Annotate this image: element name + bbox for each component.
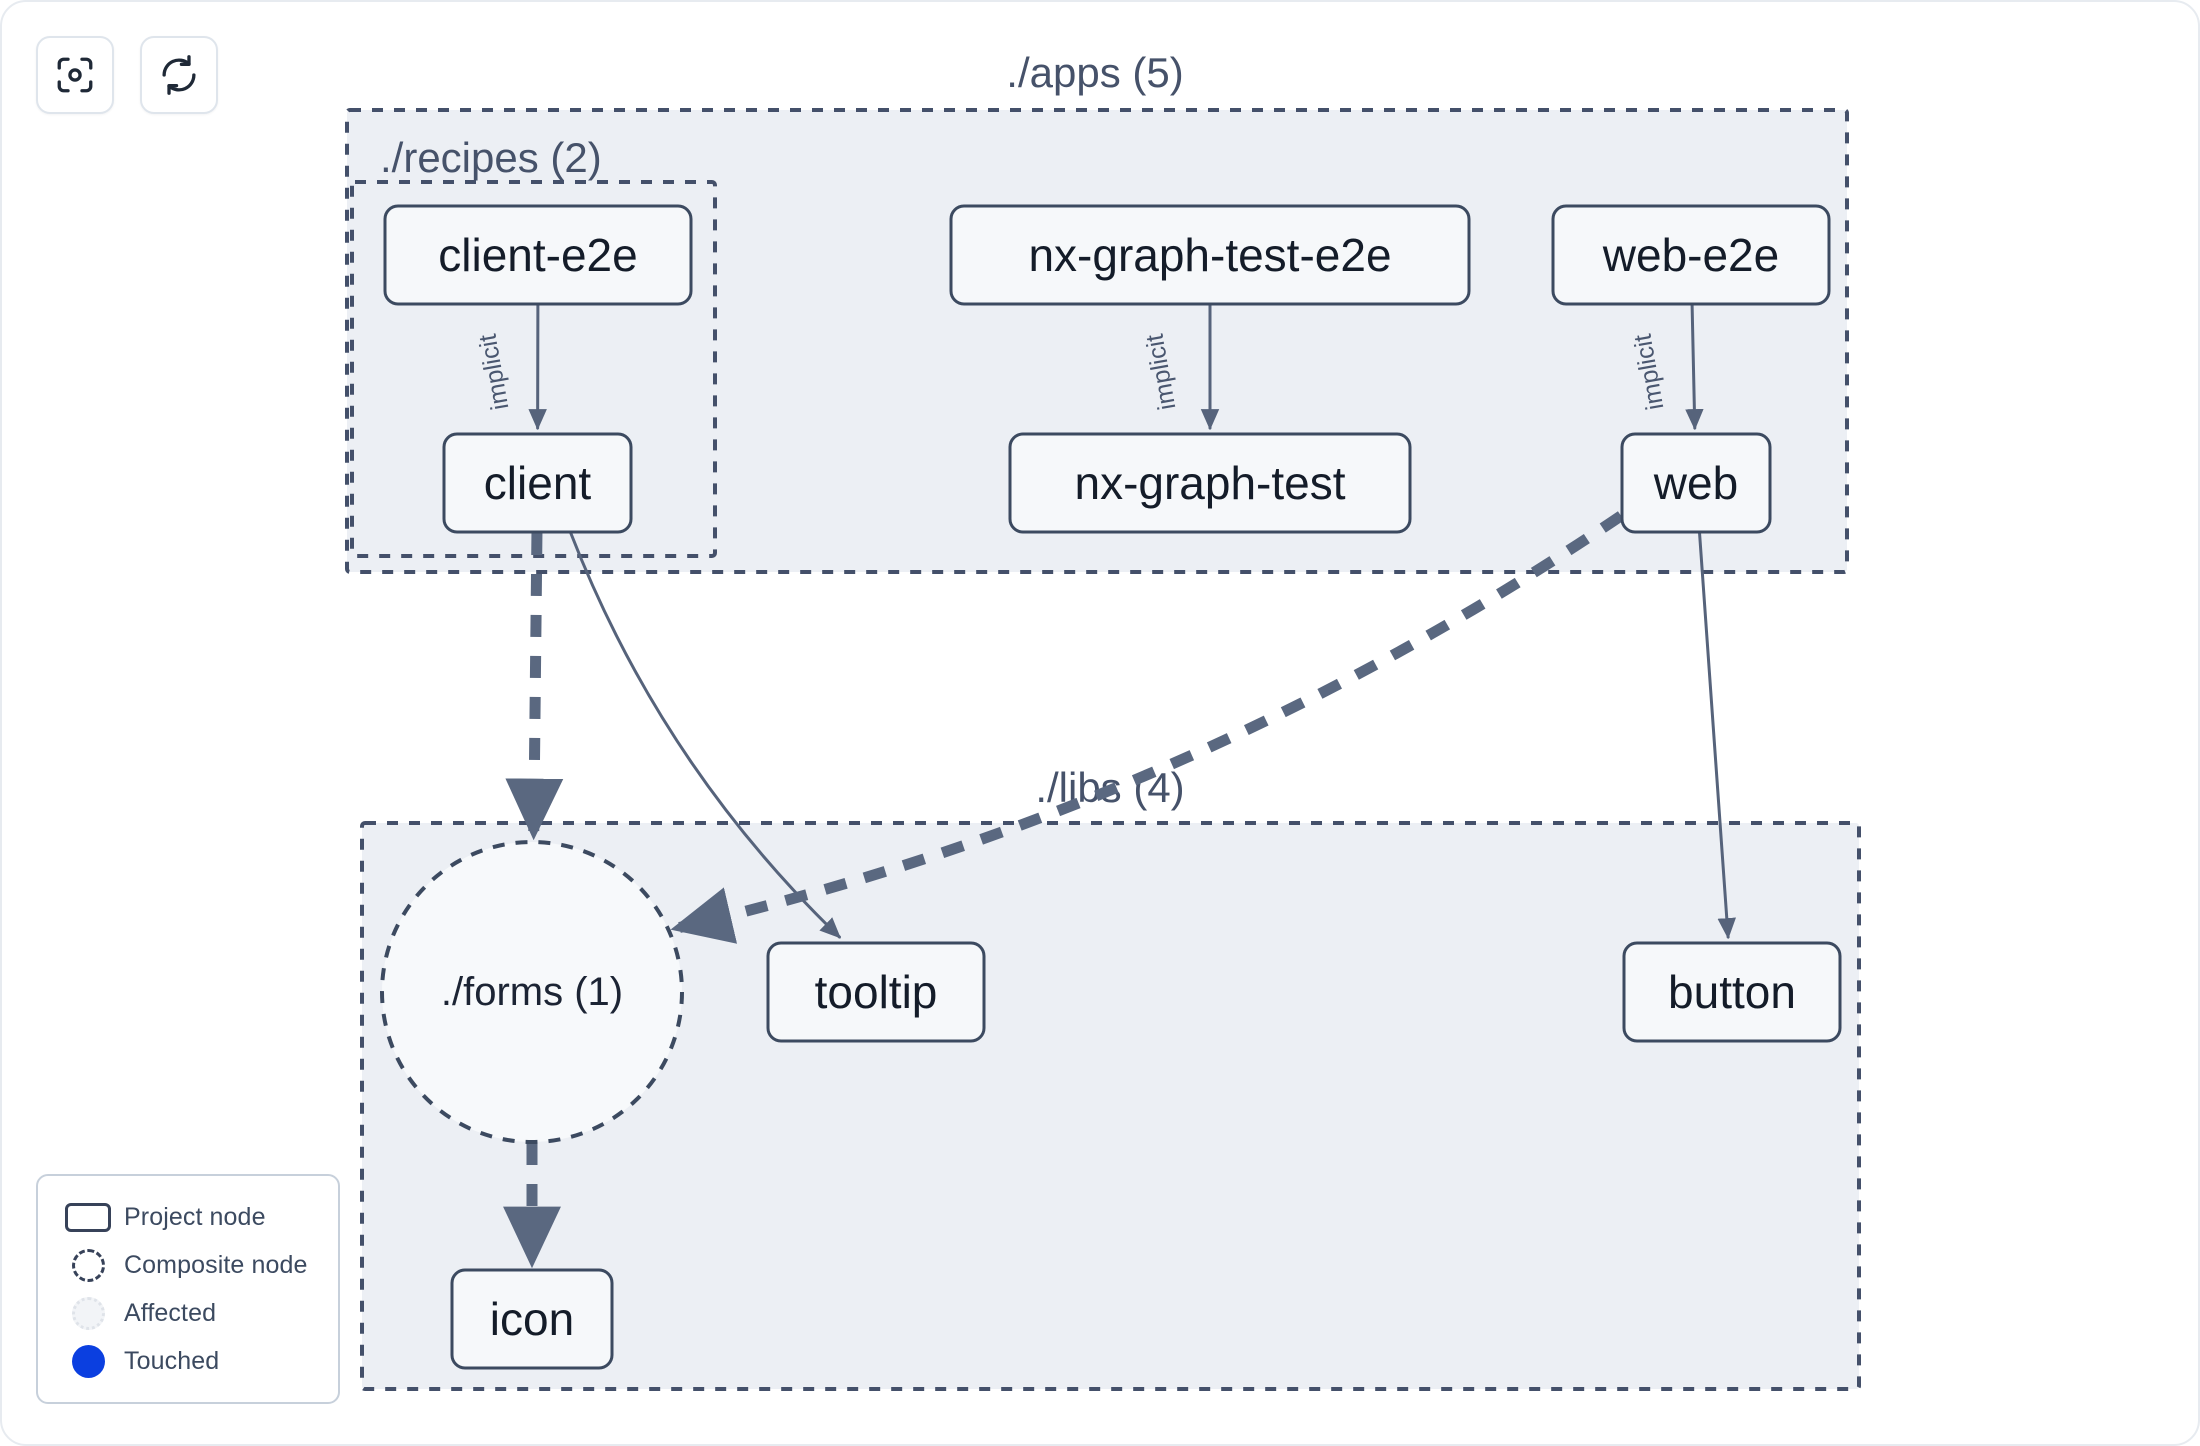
graph-node-button[interactable]: button xyxy=(1622,941,1842,1043)
group-label: ./apps (5) xyxy=(1006,49,1183,96)
focus-target-icon xyxy=(54,54,96,96)
node-label: nx-graph-test xyxy=(1074,457,1345,509)
node-label: tooltip xyxy=(815,966,938,1018)
graph-node-nx-graph-test[interactable]: nx-graph-test xyxy=(1008,432,1412,534)
node-label: web xyxy=(1653,457,1738,509)
refresh-icon xyxy=(158,54,200,96)
node-label: icon xyxy=(490,1293,574,1345)
node-label: client-e2e xyxy=(438,229,637,281)
project-node-shape xyxy=(766,941,986,1043)
project-node-shape xyxy=(450,1268,614,1370)
legend-label: Project node xyxy=(124,1202,266,1231)
graph-edge-web__forms[interactable] xyxy=(670,511,1625,944)
graph-node-web[interactable]: web xyxy=(1620,432,1772,534)
focus-graph-button[interactable] xyxy=(36,36,114,114)
project-node-swatch-icon xyxy=(60,1202,116,1232)
project-node-shape xyxy=(1551,204,1831,306)
group-boundary xyxy=(345,108,1849,574)
node-label: web-e2e xyxy=(1602,229,1779,281)
graph-node-client-e2e[interactable]: client-e2e xyxy=(383,204,693,306)
legend-item-touched: Touched xyxy=(60,1337,318,1385)
refresh-graph-button[interactable] xyxy=(140,36,218,114)
project-node-shape xyxy=(1008,432,1412,534)
graph-group-libs[interactable]: ./libs (4) xyxy=(360,764,1861,1391)
composite-node-shape xyxy=(380,840,684,1144)
legend-label: Composite node xyxy=(124,1250,308,1279)
node-label: ./forms (1) xyxy=(441,970,623,1014)
composite-node-swatch-icon xyxy=(60,1248,116,1282)
graph-edge-web-e2e__web[interactable] xyxy=(1685,303,1704,431)
node-label: button xyxy=(1668,966,1796,1018)
graph-edge-web__button[interactable] xyxy=(1698,531,1736,940)
legend-item-composite-node: Composite node xyxy=(60,1241,318,1289)
project-node-shape xyxy=(949,204,1471,306)
graph-legend: Project node Composite node Affected Tou… xyxy=(36,1174,340,1404)
graph-group-apps[interactable]: ./apps (5) xyxy=(345,49,1849,574)
graph-groups-layer: ./apps (5) ./recipes (2) ./libs (4) xyxy=(345,49,1861,1391)
legend-item-project-node: Project node xyxy=(60,1193,318,1241)
project-node-shape xyxy=(1622,941,1842,1043)
legend-label: Touched xyxy=(124,1346,220,1375)
graph-toolbar xyxy=(36,36,218,114)
project-node-shape xyxy=(1620,432,1772,534)
graph-edge-client__tooltip[interactable] xyxy=(569,531,841,939)
group-label: ./recipes (2) xyxy=(380,134,602,181)
graph-node-forms[interactable]: ./forms (1) xyxy=(380,840,684,1144)
project-node-shape xyxy=(442,432,633,534)
graph-edge-client__forms[interactable] xyxy=(505,532,564,841)
graph-node-icon[interactable]: icon xyxy=(450,1268,614,1370)
node-label: client xyxy=(484,457,592,509)
graph-nodes-layer: client-e2e nx-graph-test-e2e web-e2e client… xyxy=(380,204,1842,1370)
graph-edges-layer xyxy=(503,303,1736,1269)
affected-swatch-icon xyxy=(60,1296,116,1330)
graph-node-nx-graph-test-e2e[interactable]: nx-graph-test-e2e xyxy=(949,204,1471,306)
legend-label: Affected xyxy=(124,1298,217,1327)
project-node-shape xyxy=(383,204,693,306)
touched-swatch-icon xyxy=(60,1344,116,1378)
graph-node-tooltip[interactable]: tooltip xyxy=(766,941,986,1043)
group-boundary xyxy=(360,821,1861,1391)
node-label: nx-graph-test-e2e xyxy=(1028,229,1391,281)
legend-item-affected: Affected xyxy=(60,1289,318,1337)
graph-node-web-e2e[interactable]: web-e2e xyxy=(1551,204,1831,306)
graph-node-client[interactable]: client xyxy=(442,432,633,534)
